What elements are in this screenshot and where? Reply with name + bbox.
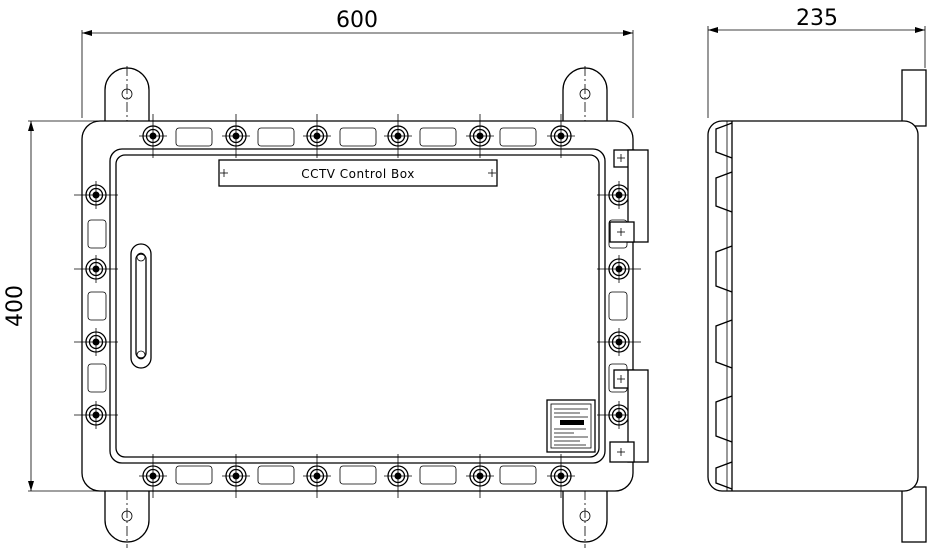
side-rib <box>715 122 733 159</box>
height-dimension-label: 400 <box>3 285 28 327</box>
side-rib <box>715 395 733 443</box>
bolt-bottom <box>303 454 331 498</box>
dimension-depth-235: 235 <box>707 6 926 118</box>
bolt-bottom <box>384 454 412 498</box>
bolt-left <box>74 255 118 283</box>
side-rib <box>715 461 733 490</box>
front-view: CCTV Control Box <box>74 66 649 548</box>
enclosure-inner-frame <box>109 148 606 464</box>
nameplate: CCTV Control Box <box>218 159 498 187</box>
mounting-lug-top-right <box>562 66 608 122</box>
cover-bolts <box>74 114 641 498</box>
side-rib <box>715 171 733 213</box>
bolt-left <box>74 328 118 356</box>
mounting-lug-bottom-right <box>562 490 608 548</box>
bottom-flange-panels <box>175 465 537 485</box>
bolt-left <box>74 401 118 429</box>
bolt-bottom <box>466 454 494 498</box>
door-panel <box>115 154 600 458</box>
enclosure-body-outline <box>81 120 634 492</box>
mounting-lug-bottom-left <box>104 490 150 548</box>
dimension-width-600: 600 <box>81 8 634 118</box>
rating-label-plate <box>546 399 596 453</box>
side-mounting-bracket-bottom <box>901 486 927 543</box>
left-flange-panels <box>87 219 107 393</box>
bolt-right <box>597 328 641 356</box>
nameplate-screw-left <box>220 169 228 177</box>
side-mounting-bracket-top <box>901 69 927 127</box>
width-dimension-label: 600 <box>336 8 378 33</box>
door-handle[interactable] <box>130 243 152 369</box>
bolt-left <box>74 181 118 209</box>
side-view <box>707 69 927 543</box>
bolt-top <box>466 114 494 158</box>
bolt-right <box>597 255 641 283</box>
side-body-outline <box>707 120 919 492</box>
bolt-top <box>222 114 250 158</box>
bolt-top <box>547 114 575 158</box>
bolt-bottom <box>222 454 250 498</box>
side-rib <box>715 245 733 293</box>
bolt-bottom <box>547 454 575 498</box>
hinge-lower <box>609 369 649 463</box>
side-ribs <box>715 122 733 490</box>
hinge-upper <box>609 149 649 243</box>
nameplate-label: CCTV Control Box <box>301 167 415 181</box>
bolt-bottom <box>139 454 167 498</box>
depth-dimension-label: 235 <box>796 6 838 31</box>
dimension-height-400: 400 <box>3 120 108 492</box>
nameplate-screw-right <box>488 169 496 177</box>
top-flange-panels <box>175 127 537 147</box>
bolt-top <box>303 114 331 158</box>
side-rib <box>715 319 733 369</box>
mounting-lug-top-left <box>104 66 150 122</box>
bolt-top <box>384 114 412 158</box>
bolt-top <box>139 114 167 158</box>
